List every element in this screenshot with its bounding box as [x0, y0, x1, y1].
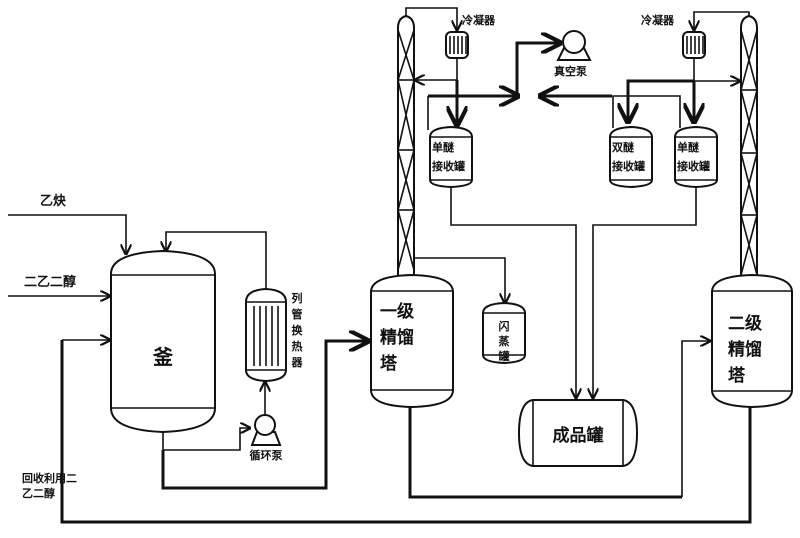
acetylene-label: 乙炔: [40, 193, 66, 209]
condenser1-label: 冷凝器: [462, 13, 496, 27]
flash-tank-label-2: 蒸: [499, 334, 510, 348]
flash-tank[interactable]: 闪 蒸 罐: [482, 301, 526, 365]
vacuum-pump-label: 真空泵: [554, 64, 587, 78]
mono-receiver2-label-2: 接收罐: [677, 159, 710, 173]
reactor[interactable]: 釜: [110, 249, 216, 434]
flash-tank-label-3: 罐: [498, 349, 510, 363]
column2-label-1: 二级: [728, 313, 762, 334]
di-receiver-label-2: 接收罐: [612, 159, 645, 173]
mono-receiver1-label-1: 单醚: [432, 140, 454, 154]
column2-label-2: 精馏: [728, 339, 762, 360]
column1-to-flash-line: [414, 257, 505, 303]
heat-exchanger[interactable]: [245, 287, 287, 383]
svg-text:器: 器: [291, 356, 304, 369]
svg-text:列: 列: [292, 291, 303, 305]
vacuum-pump[interactable]: [556, 30, 592, 61]
acetylene-feed-line: [8, 214, 126, 254]
condenser1[interactable]: [445, 31, 469, 59]
di-receiver-label-1: 双醚: [612, 140, 634, 154]
column2[interactable]: 二级 精馏 塔: [711, 273, 793, 409]
flash-tank-label-1: 闪: [499, 319, 510, 333]
mono-receiver1-label-2: 接收罐: [432, 159, 465, 173]
column1-label-3: 塔: [380, 353, 398, 374]
column1[interactable]: 一级 精馏 塔: [370, 273, 454, 409]
recycle-return-line: [60, 340, 752, 524]
column1-label-2: 精馏: [380, 327, 414, 348]
column2-label-3: 塔: [728, 365, 746, 386]
column2-packed-section: [740, 14, 758, 279]
product-tank[interactable]: 成品罐: [517, 399, 639, 467]
reactor-to-pump-line: [162, 428, 250, 451]
circulation-pump-label: 循环泵: [250, 448, 283, 462]
deg-label: 二乙二醇: [24, 274, 76, 290]
column1-label-1: 一级: [380, 301, 414, 322]
receiver2-to-product-line: [593, 187, 697, 398]
di-ether-receiver[interactable]: 双醚 接收罐: [609, 125, 653, 189]
condenser2[interactable]: [682, 31, 706, 59]
svg-text:管: 管: [292, 307, 303, 321]
exchanger-return-line: [166, 231, 267, 289]
column1-to-column2-line: [408, 407, 682, 499]
recycled-deg-label-2: 乙二醇: [22, 486, 55, 500]
svg-text:热: 热: [292, 339, 303, 353]
receiver1-to-product-line: [450, 187, 576, 398]
reactor-to-column1-line: [161, 341, 368, 490]
product-tank-label: 成品罐: [553, 425, 604, 446]
condenser2-label: 冷凝器: [641, 13, 675, 27]
recycled-deg-label-1: 回收利用二: [22, 471, 77, 485]
mono-receiver2-label-1: 单醚: [677, 140, 699, 154]
reactor-label: 釜: [152, 345, 174, 369]
mono-ether-receiver-1[interactable]: 单醚 接收罐: [429, 125, 473, 189]
column1-packed-section: [397, 14, 415, 279]
heat-exchanger-label: 列 管 换 热 器: [291, 291, 304, 369]
mono-ether-receiver-2[interactable]: 单醚 接收罐: [674, 125, 718, 189]
svg-text:换: 换: [292, 323, 304, 337]
circulation-pump[interactable]: 循环泵: [250, 414, 283, 462]
